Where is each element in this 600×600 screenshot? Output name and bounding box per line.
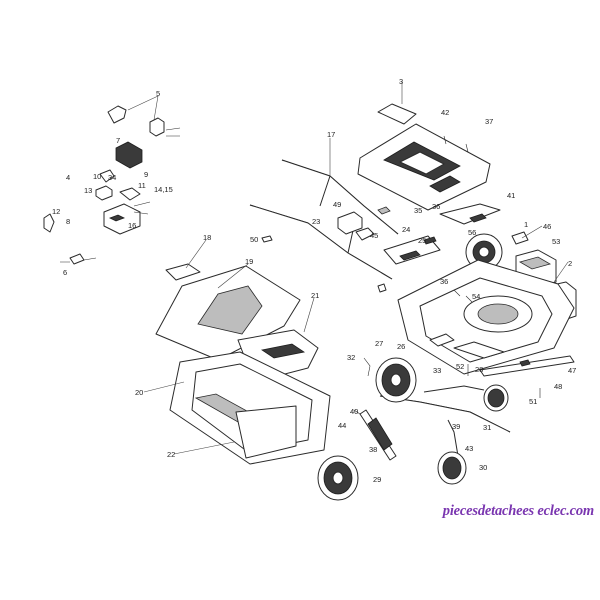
callout-16: 16 bbox=[128, 221, 136, 230]
callout-35: 35 bbox=[414, 206, 422, 215]
callout-28: 28 bbox=[475, 365, 483, 374]
callout-1: 1 bbox=[524, 220, 528, 229]
callout-48: 48 bbox=[554, 382, 562, 391]
callout-12: 12 bbox=[52, 207, 60, 216]
callout-2: 2 bbox=[568, 259, 572, 268]
callout-9: 9 bbox=[144, 170, 148, 179]
handle-assembly bbox=[249, 159, 441, 280]
callout-10: 10 bbox=[93, 172, 101, 181]
callout-53: 53 bbox=[552, 237, 560, 246]
callout-37: 37 bbox=[485, 117, 493, 126]
callout-18: 18 bbox=[203, 233, 211, 242]
callout-41: 41 bbox=[507, 191, 515, 200]
callout-44: 44 bbox=[338, 421, 346, 430]
callout-13: 13 bbox=[84, 186, 92, 195]
callout-4: 4 bbox=[66, 173, 70, 182]
callout-22: 22 bbox=[167, 450, 175, 459]
callout-6: 6 bbox=[63, 268, 67, 277]
callout-14-15: 14,15 bbox=[154, 185, 173, 194]
callout-26: 26 bbox=[397, 342, 405, 351]
callout-19: 19 bbox=[245, 257, 253, 266]
misc-small-parts bbox=[261, 235, 473, 303]
callout-36a: 36 bbox=[432, 202, 440, 211]
callout-36b: 36 bbox=[440, 277, 448, 286]
callout-11: 11 bbox=[138, 181, 146, 190]
mulch-plug-shaft bbox=[353, 357, 397, 461]
callout-43: 43 bbox=[465, 444, 473, 453]
callout-labels: 1 2 3 4 5 6 7 8 9 10 11 12 13 14,15 16 1… bbox=[52, 77, 576, 484]
blade-assembly bbox=[467, 355, 575, 398]
callout-39: 39 bbox=[452, 422, 460, 431]
callout-38: 38 bbox=[369, 445, 377, 454]
callout-50: 50 bbox=[250, 235, 258, 244]
callout-54: 54 bbox=[472, 292, 480, 301]
callout-24: 24 bbox=[402, 225, 410, 234]
mower-deck bbox=[397, 259, 575, 375]
callout-20: 20 bbox=[135, 388, 143, 397]
callout-31: 31 bbox=[483, 423, 491, 432]
callout-25: 25 bbox=[418, 236, 426, 245]
callout-32: 32 bbox=[347, 353, 355, 362]
motor-top-cover bbox=[357, 103, 491, 211]
site-watermark: piecesdetachees eclec.com bbox=[442, 503, 594, 519]
callout-47: 47 bbox=[568, 366, 576, 375]
wheels bbox=[317, 357, 509, 501]
callout-33: 33 bbox=[433, 366, 441, 375]
callout-23: 23 bbox=[312, 217, 320, 226]
callout-17: 17 bbox=[327, 130, 335, 139]
callout-30: 30 bbox=[479, 463, 487, 472]
grass-box-basket bbox=[169, 351, 331, 465]
callout-45: 45 bbox=[370, 231, 378, 240]
callout-51: 51 bbox=[529, 397, 537, 406]
callout-56: 56 bbox=[468, 228, 476, 237]
callout-49: 49 bbox=[333, 200, 341, 209]
callout-52: 52 bbox=[456, 362, 464, 371]
callout-29: 29 bbox=[373, 475, 381, 484]
switch-parts-group bbox=[43, 105, 181, 265]
callout-40: 40 bbox=[350, 407, 358, 416]
callout-27: 27 bbox=[375, 339, 383, 348]
callout-8: 8 bbox=[66, 217, 70, 226]
callout-7: 7 bbox=[116, 136, 120, 145]
callout-3: 3 bbox=[399, 77, 403, 86]
callout-34: 34 bbox=[108, 173, 116, 182]
callout-46: 46 bbox=[543, 222, 551, 231]
callout-5: 5 bbox=[156, 89, 160, 98]
axle-and-links bbox=[379, 385, 511, 457]
callout-42: 42 bbox=[441, 108, 449, 117]
callout-21: 21 bbox=[311, 291, 319, 300]
leader-lines bbox=[127, 82, 569, 455]
